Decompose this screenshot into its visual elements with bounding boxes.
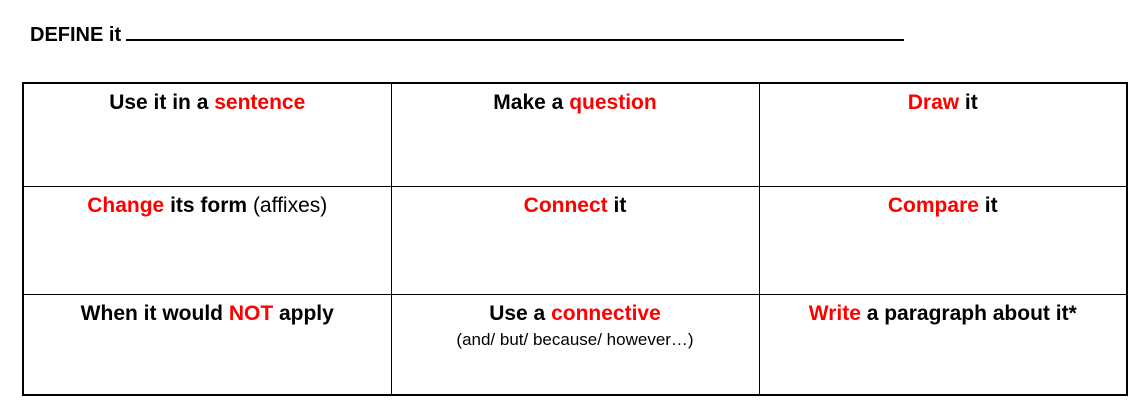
define-label: DEFINE it: [30, 24, 122, 46]
activity-cell-connect-it: Connect it: [390, 185, 760, 295]
activity-cell-write-paragraph: Write a paragraph about it*: [758, 293, 1128, 396]
cell-text: When it would NOT apply: [80, 301, 334, 325]
define-prompt: DEFINE it: [30, 20, 905, 47]
fill-in-blank-line: [126, 20, 905, 41]
grid-row: Use it in a sentence Make a question Dra…: [22, 82, 1128, 187]
cell-text: Use it in a sentence: [109, 91, 306, 114]
cell-text: Use a connective: [489, 301, 661, 325]
activity-cell-change-form: Change its form (affixes): [22, 185, 392, 295]
activity-cell-make-question: Make a question: [390, 82, 760, 187]
activity-grid: Use it in a sentence Make a question Dra…: [22, 82, 1128, 396]
activity-cell-not-apply: When it would NOT apply: [22, 293, 392, 396]
cell-text: Connect it: [523, 193, 627, 217]
grid-row: Change its form (affixes) Connect it Com…: [22, 185, 1128, 295]
activity-cell-draw-it: Draw it: [758, 82, 1128, 187]
cell-text: Write a paragraph about it*: [808, 301, 1077, 325]
cell-note: (and/ but/ because/ however…): [456, 329, 694, 349]
activity-cell-use-sentence: Use it in a sentence: [22, 82, 392, 187]
activity-cell-compare-it: Compare it: [758, 185, 1128, 295]
grid-row: When it would NOT apply Use a connective…: [22, 293, 1128, 396]
activity-cell-use-connective: Use a connective (and/ but/ because/ howe…: [390, 293, 760, 396]
cell-text: Compare it: [887, 193, 998, 217]
cell-text: Make a question: [493, 91, 657, 114]
cell-text: Draw it: [907, 91, 978, 114]
cell-text: Change its form (affixes): [87, 193, 328, 217]
